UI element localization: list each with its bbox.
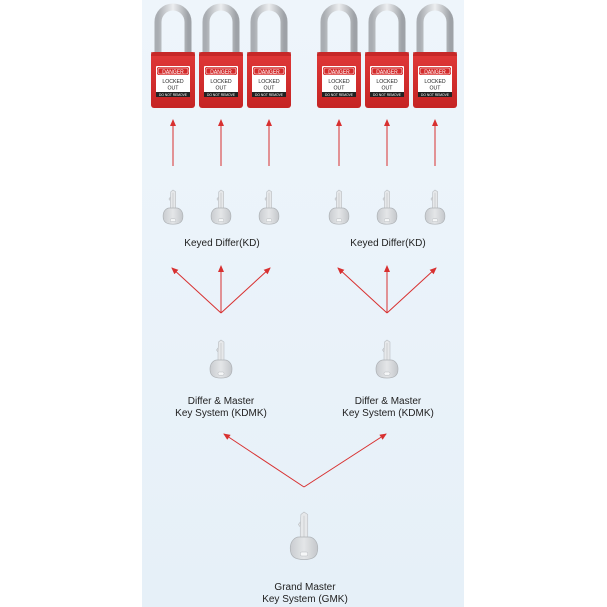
danger-banner [253, 67, 285, 75]
flow-arrow [223, 433, 305, 488]
kd-right-text: Keyed Differ(KD) [350, 238, 426, 249]
kd-right-label: Keyed Differ(KD) [328, 238, 448, 250]
gmk-line2: Key System (GMK) [262, 594, 348, 605]
key-icon [210, 189, 232, 225]
do-not-remove-text: DO NOT REMOVE [255, 93, 284, 97]
do-not-remove-text: DO NOT REMOVE [159, 93, 188, 97]
kd-left-text: Keyed Differ(KD) [184, 238, 260, 249]
remove-strip [322, 92, 356, 97]
remove-strip [252, 92, 286, 97]
danger-text: DANGER [424, 69, 446, 75]
key-icon [162, 189, 184, 225]
do-not-remove-text: DO NOT REMOVE [373, 93, 402, 97]
flow-arrow [220, 267, 271, 314]
locked-text: LOCKED [376, 79, 398, 85]
background-panel [142, 0, 464, 607]
danger-text: DANGER [162, 69, 184, 75]
padlock-shackle [154, 3, 192, 58]
padlock-shackle [202, 3, 240, 58]
kdmk-right-line2: Key System (KDMK) [342, 408, 434, 419]
danger-banner [205, 67, 237, 75]
remove-strip [156, 92, 190, 97]
kdmk-left-line2: Key System (KDMK) [175, 408, 267, 419]
flow-arrow [337, 267, 388, 314]
grand-master-key-icon [289, 511, 319, 560]
danger-text: DANGER [376, 69, 398, 75]
danger-banner [157, 67, 189, 75]
remove-strip [204, 92, 238, 97]
out-text: OUT [264, 86, 276, 92]
kdmk-left-label: Differ & Master Key System (KDMK) [161, 396, 281, 420]
key-icon [424, 189, 446, 225]
flow-arrow [171, 267, 222, 314]
remove-strip [370, 92, 404, 97]
padlock-shackle [368, 3, 406, 58]
flow-arrow [303, 433, 387, 488]
out-text: OUT [216, 86, 228, 92]
danger-text: DANGER [328, 69, 350, 75]
master-key-icon [375, 339, 399, 379]
locked-text: LOCKED [328, 79, 350, 85]
danger-banner [371, 67, 403, 75]
kd-left-label: Keyed Differ(KD) [162, 238, 282, 250]
padlock-shackle [250, 3, 288, 58]
gmk-label: Grand Master Key System (GMK) [245, 582, 365, 606]
kdmk-right-line1: Differ & Master [354, 396, 422, 407]
locked-text: LOCKED [258, 79, 280, 85]
padlock-shackle [416, 3, 454, 58]
locked-text: LOCKED [162, 79, 184, 85]
locked-text: LOCKED [424, 79, 446, 85]
flow-arrow [386, 267, 437, 314]
gmk-line1: Grand Master [274, 582, 336, 593]
key-icon [328, 189, 350, 225]
danger-banner [323, 67, 355, 75]
do-not-remove-text: DO NOT REMOVE [421, 93, 450, 97]
out-text: OUT [430, 86, 442, 92]
do-not-remove-text: DO NOT REMOVE [207, 93, 236, 97]
out-text: OUT [168, 86, 180, 92]
out-text: OUT [334, 86, 346, 92]
danger-text: DANGER [258, 69, 280, 75]
padlock-shackle [320, 3, 358, 58]
danger-text: DANGER [210, 69, 232, 75]
key-icon [258, 189, 280, 225]
remove-strip [418, 92, 452, 97]
do-not-remove-text: DO NOT REMOVE [325, 93, 354, 97]
master-key-icon [209, 339, 233, 379]
locked-text: LOCKED [210, 79, 232, 85]
danger-banner [419, 67, 451, 75]
kdmk-right-label: Differ & Master Key System (KDMK) [328, 396, 448, 420]
kdmk-left-line1: Differ & Master [187, 396, 255, 407]
out-text: OUT [382, 86, 394, 92]
key-icon [376, 189, 398, 225]
